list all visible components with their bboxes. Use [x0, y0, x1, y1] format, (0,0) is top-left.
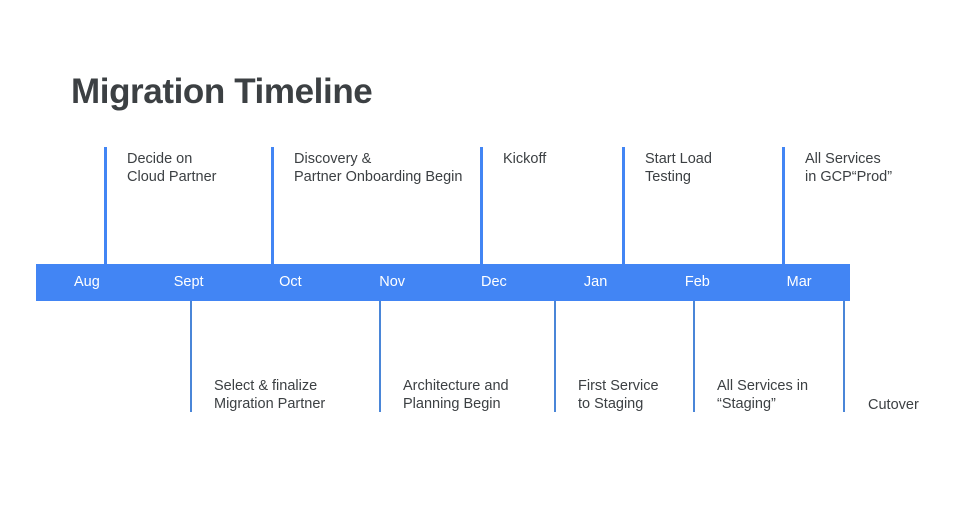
month-cell-mar: Mar: [786, 274, 812, 290]
milestone-connector-below-1: [379, 301, 381, 412]
milestone-label-below-3: All Services in “Staging”: [717, 378, 809, 412]
milestone-label-above-2: Kickoff: [503, 151, 547, 167]
milestone-label-above-3: Start Load Testing: [645, 151, 712, 185]
page-title: Migration Timeline: [71, 72, 373, 111]
milestone-connector-below-2: [554, 301, 556, 412]
milestone-label-above-4: All Services in GCP“Prod”: [805, 151, 893, 185]
milestone-label-below-2: First Service to Staging: [578, 378, 659, 412]
milestone-connector-above-0: [104, 147, 107, 264]
milestone-label-below-1: Architecture and Planning Begin: [403, 378, 509, 412]
month-cell-jan: Jan: [583, 274, 608, 290]
month-cell-nov: Nov: [379, 274, 406, 290]
milestone-label-above-0: Decide on Cloud Partner: [127, 151, 217, 185]
milestone-connector-below-3: [693, 301, 695, 412]
milestone-connector-above-2: [480, 147, 483, 264]
milestone-label-below-4: Cutover: [868, 397, 919, 413]
month-cell-aug: Aug: [73, 274, 100, 290]
milestone-connector-above-4: [782, 147, 785, 264]
month-cell-sept: Sept: [173, 274, 204, 290]
milestone-connector-below-0: [190, 301, 192, 412]
milestone-label-above-1: Discovery & Partner Onboarding Begin: [294, 151, 463, 185]
milestone-label-below-0: Select & finalize Migration Partner: [214, 378, 326, 412]
month-cell-dec: Dec: [480, 274, 507, 290]
milestone-connector-above-1: [271, 147, 274, 264]
month-cell-oct: Oct: [279, 274, 302, 290]
timeline-bar: Aug Sept Oct Nov Dec Jan Feb Mar: [36, 264, 850, 301]
milestone-connector-above-3: [622, 147, 625, 264]
month-cell-feb: Feb: [684, 274, 710, 290]
milestone-connector-below-4: [843, 301, 845, 412]
